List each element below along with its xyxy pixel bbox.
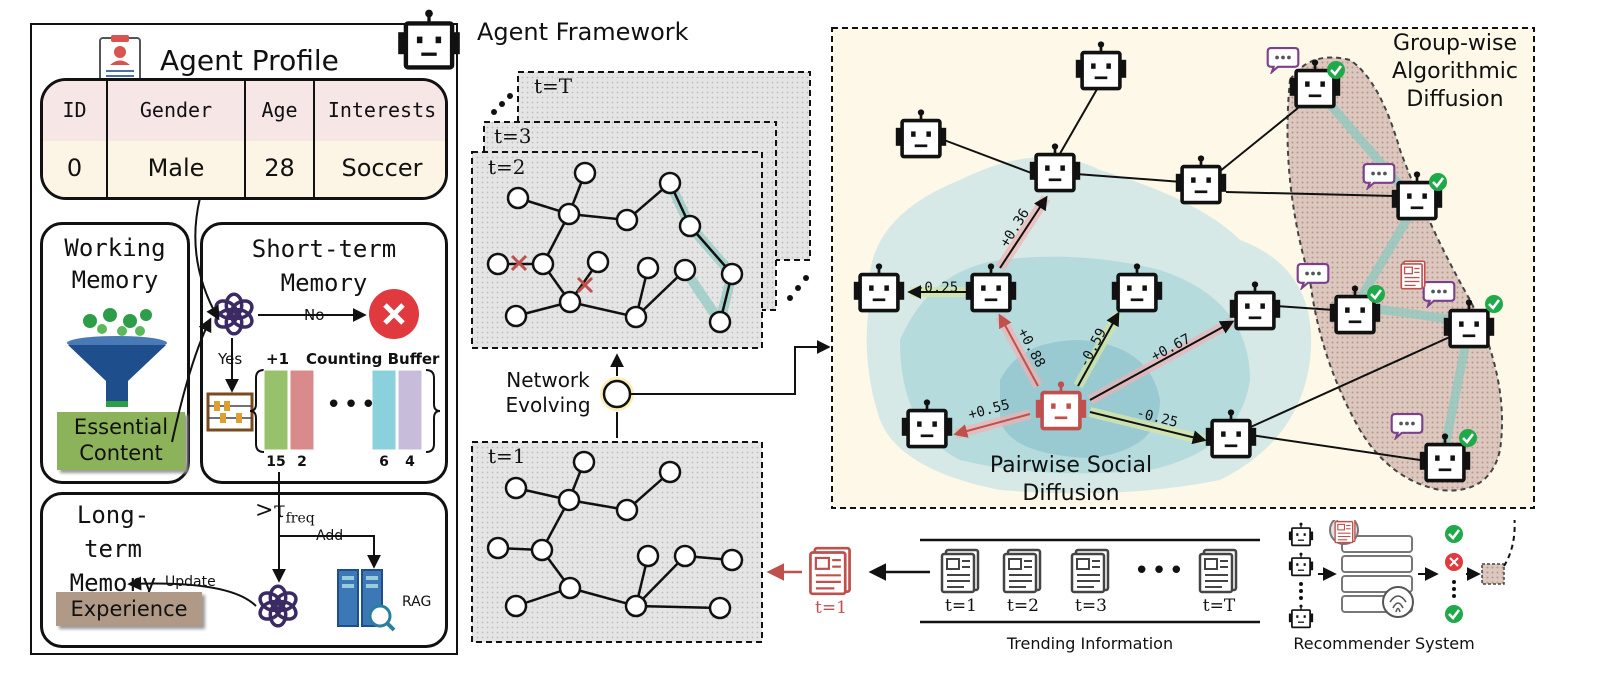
trending-item-4: t=T (1202, 596, 1236, 616)
trending-item-1: t=1 (945, 596, 977, 616)
yes-label: Yes (218, 350, 243, 368)
frame-label-t2: t=2 (488, 155, 526, 179)
abacus-icon (206, 392, 254, 432)
frame-label-t3: t=3 (494, 124, 532, 148)
frame-label-t1: t=1 (488, 444, 526, 468)
buffer-count-1: 15 (266, 454, 286, 470)
profile-header-interests: Interests (327, 98, 437, 122)
agent-framework-icon (396, 8, 462, 74)
buffer-count-4: 4 (405, 454, 415, 470)
profile-header-id: ID (62, 98, 87, 122)
recommender-title: Recommender System (1293, 634, 1475, 653)
profile-card-icon (99, 35, 141, 83)
agent-framework-title: Agent Framework (477, 18, 689, 46)
current-trend-label: t=1 (815, 598, 847, 618)
profile-header-gender: Gender (139, 98, 213, 122)
database-icon (337, 569, 396, 632)
buffer-count-2: 2 (297, 454, 307, 470)
agent-framework-panel (30, 23, 458, 655)
agent-profile-title: Agent Profile (160, 44, 339, 77)
trending-bar (766, 520, 1516, 629)
frame-label-tT: t=T (534, 74, 573, 98)
buffer-ellipsis: ••• (326, 390, 379, 420)
counting-buffer-label: Counting Buffer (306, 350, 440, 368)
profile-header-age: Age (261, 98, 298, 122)
profile-value-gender: Male (147, 154, 205, 182)
buffer-count-3: 6 (379, 454, 389, 470)
trending-item-2: t=2 (1007, 596, 1039, 616)
profile-value-age: 28 (264, 154, 295, 182)
diffusion-panel (831, 27, 1535, 509)
rag-label: RAG (402, 594, 432, 610)
weight-label-2: -0.25 (916, 280, 959, 296)
reject-icon (369, 289, 419, 339)
counting-buffer (250, 369, 440, 453)
plus-one-label: +1 (266, 350, 290, 368)
agent-profile-table: ID Gender Age Interests 0 Male 28 Soccer (40, 78, 448, 200)
trending-ellipsis: ••• (1134, 556, 1187, 586)
left-panel-connectors (127, 197, 381, 607)
profile-value-id: 0 (66, 154, 83, 182)
trending-item-3: t=3 (1075, 596, 1107, 616)
funnel-icon (67, 308, 167, 407)
threshold-label: >τfreq (255, 498, 315, 527)
profile-value-interests: Soccer (341, 154, 423, 182)
network-evolution (471, 71, 830, 643)
trending-title: Trending Information (1006, 634, 1174, 653)
experience-box: Experience (56, 592, 202, 626)
